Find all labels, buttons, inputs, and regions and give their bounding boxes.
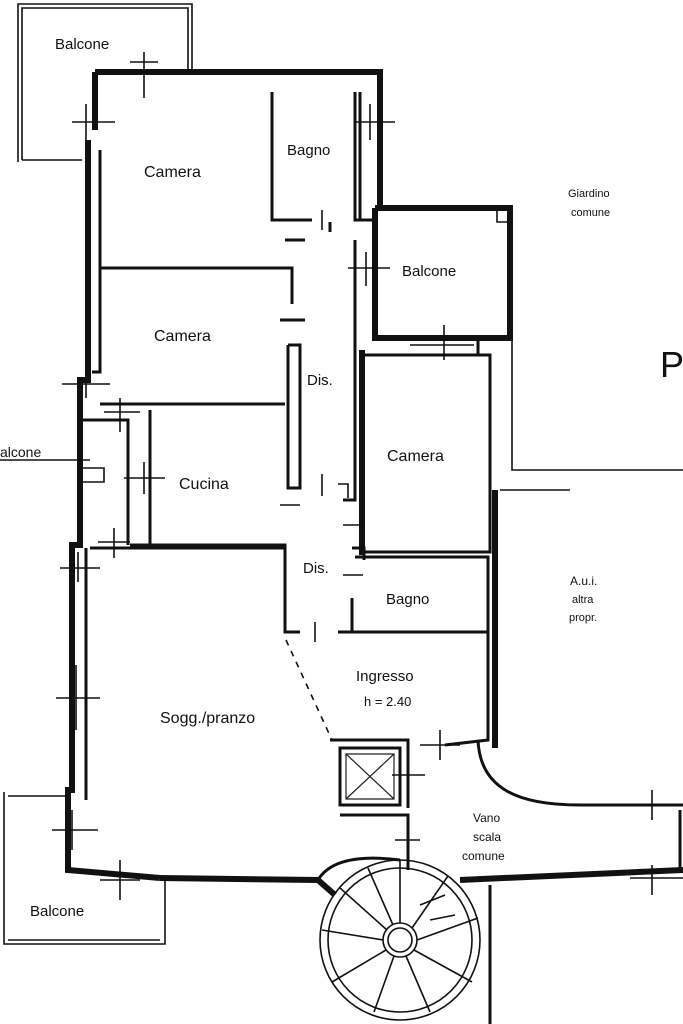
label-edge-letter: P [660,344,683,385]
label-dis-2: Dis. [303,560,329,577]
label-aui-2: altra [572,594,594,606]
interior-wall [270,92,312,222]
label-camera-2: Camera [154,328,211,345]
label-balcone-right: Balcone [402,263,457,280]
label-balcone-bottom: Balcone [30,903,85,920]
balcony-top-outline [21,7,189,161]
label-balcone-top: Balcone [55,36,110,53]
label-camera-1: Camera [144,164,201,181]
balcony-right-outline [372,205,513,341]
spiral-staircase [319,859,481,1021]
label-vano-1: Vano [473,811,501,825]
label-dis-1: Dis. [307,372,333,389]
label-vano-3: comune [462,849,505,863]
label-giardino-comune: comune [571,207,611,219]
label-aui-1: A.u.i. [570,574,598,588]
label-bagno-1: Bagno [287,142,331,159]
dashed-boundary [285,639,333,741]
label-soggiorno: Sogg./pranzo [160,710,256,727]
label-ingresso: Ingresso [356,668,414,685]
label-cucina: Cucina [179,476,229,493]
label-giardino: Giardino [568,188,610,200]
label-ingresso-height: h = 2.40 [364,694,412,709]
label-balcone-left: alcone [0,444,42,460]
label-aui-3: propr. [569,612,598,624]
balcony-bottom-outline [3,792,166,945]
label-vano-2: scala [473,830,502,844]
outer-wall-left [95,69,383,210]
label-bagno-2: Bagno [386,591,430,608]
label-camera-3: Camera [387,448,444,465]
